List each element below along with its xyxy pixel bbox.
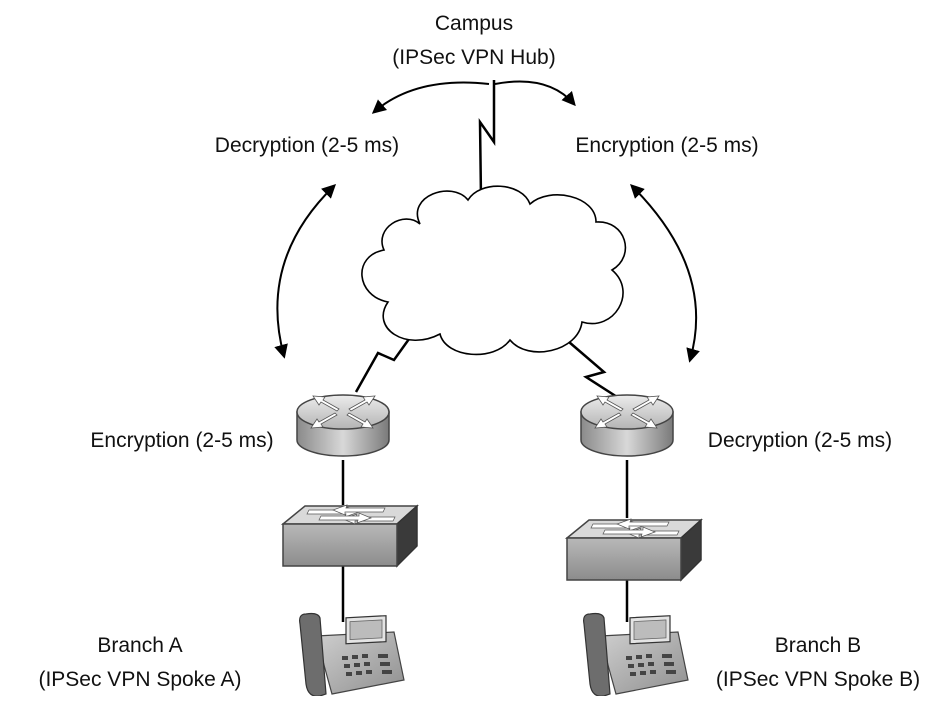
hub-title: Campus [435, 12, 513, 35]
switch-icon [566, 518, 702, 581]
branch-a-subtitle: (IPSec VPN Spoke A) [38, 668, 241, 691]
branch-b-title: Branch B [775, 634, 861, 657]
hub-decryption-label: Decryption (2-5 ms) [215, 134, 399, 157]
hub-right-arrow [494, 80, 576, 107]
hub-subtitle: (IPSec VPN Hub) [392, 46, 555, 69]
router-icon [580, 394, 674, 457]
hub-encryption-label: Encryption (2-5 ms) [575, 134, 758, 157]
branch-a-encryption-label: Encryption (2-5 ms) [90, 429, 273, 452]
branch-a-switch[interactable] [282, 504, 418, 567]
branch-b-decryption-label: Decryption (2-5 ms) [708, 429, 892, 452]
ip-phone-icon [299, 612, 405, 697]
branch-b-phone[interactable] [582, 612, 689, 697]
hub-wan-link [478, 80, 496, 199]
left-path-arrow[interactable] [274, 184, 337, 359]
branch-a-router[interactable] [296, 394, 390, 457]
wan-cloud-icon [361, 185, 627, 356]
labels: Campus (IPSec VPN Hub) Decryption (2-5 m… [38, 12, 920, 691]
links [341, 80, 629, 622]
branch-a-wan-link [354, 331, 416, 393]
branch-a-title: Branch A [97, 634, 182, 657]
branch-b-switch[interactable] [566, 518, 702, 581]
right-path-arrow[interactable] [630, 184, 700, 363]
branch-b-router[interactable] [580, 394, 674, 457]
latency-arrows [274, 80, 700, 363]
branch-b-wan-link [568, 341, 629, 406]
hub-left-arrow [371, 81, 490, 114]
branch-a-phone[interactable] [299, 612, 405, 697]
router-icon [296, 394, 390, 457]
switch-icon [282, 504, 418, 567]
ip-phone-icon [582, 612, 689, 697]
branch-b-subtitle: (IPSec VPN Spoke B) [716, 668, 920, 691]
